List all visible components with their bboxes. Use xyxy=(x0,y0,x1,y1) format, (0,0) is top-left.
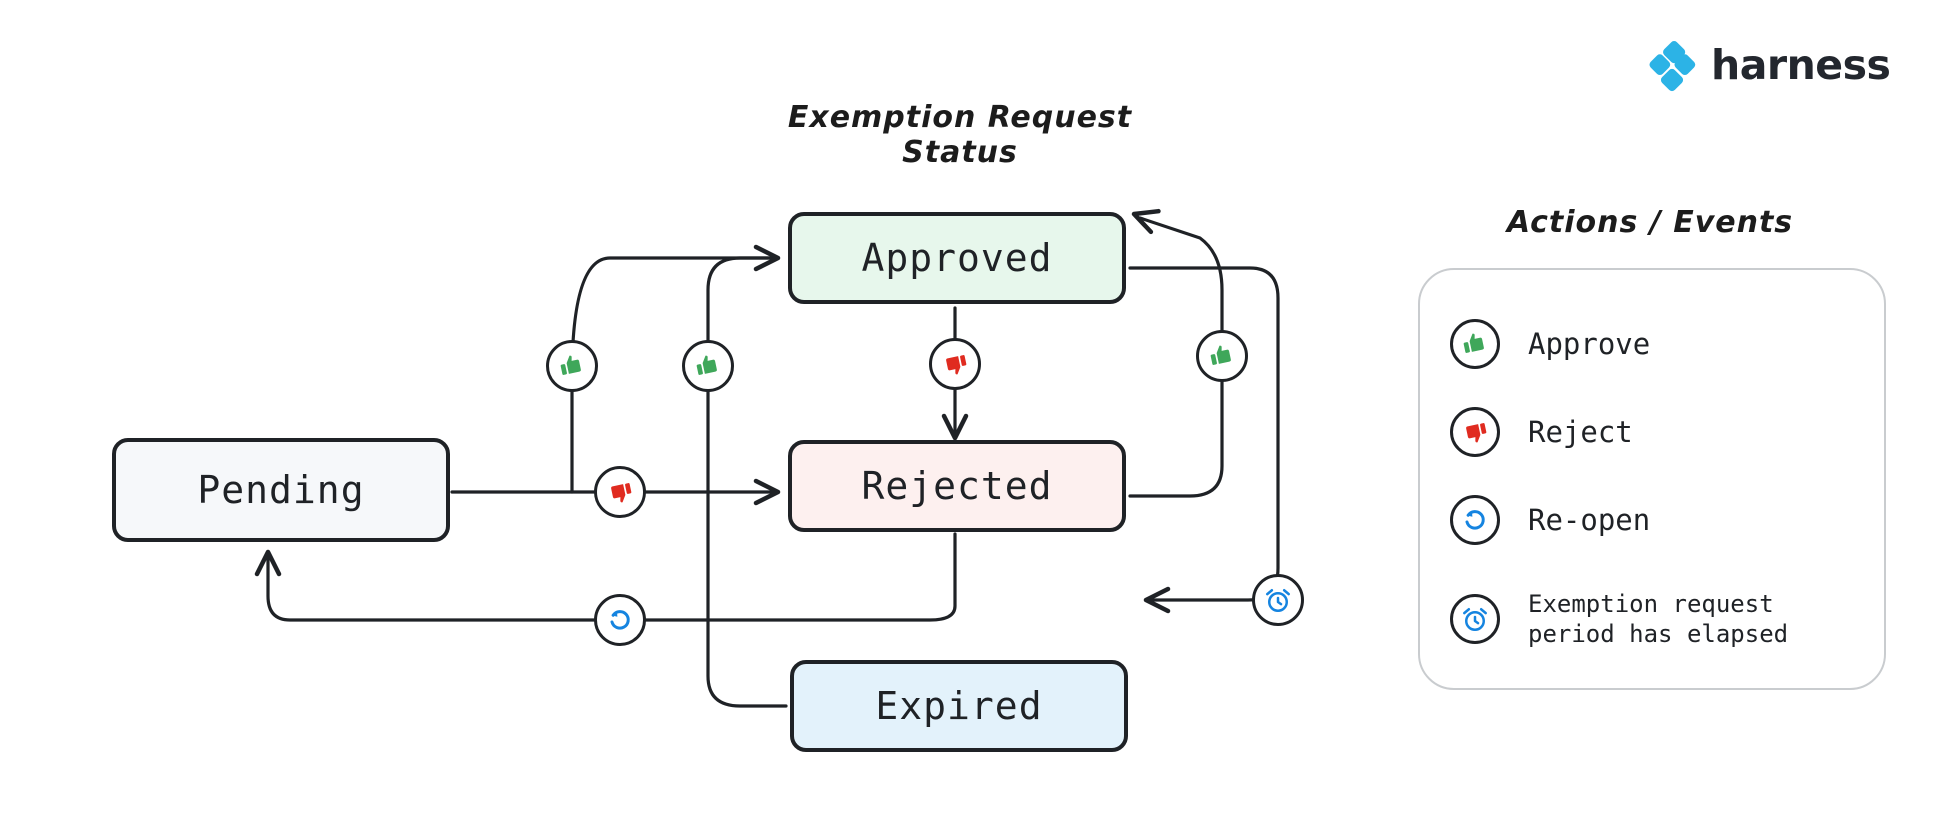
legend-item-reopen: Re-open xyxy=(1450,476,1880,564)
page-title: Exemption Request Status xyxy=(787,100,1133,170)
reopen-icon xyxy=(1450,495,1500,545)
edge-badge-pending-to-approved[interactable] xyxy=(546,340,598,392)
legend-label-reopen: Re-open xyxy=(1528,502,1651,537)
thumbs-up-icon xyxy=(694,352,722,380)
thumbs-down-icon xyxy=(606,478,634,506)
alarm-clock-icon xyxy=(1450,594,1500,644)
edge-badge-rejected-to-pending[interactable] xyxy=(594,594,646,646)
legend-item-approve: Approve xyxy=(1450,300,1880,388)
legend-title: Actions / Events xyxy=(1506,205,1794,240)
harness-wordmark: harness xyxy=(1711,41,1891,89)
legend-label-approve: Approve xyxy=(1528,326,1651,361)
harness-diamond-logo-icon xyxy=(1645,38,1699,92)
reopen-icon xyxy=(605,605,635,635)
harness-logo: harness xyxy=(1645,38,1891,92)
thumbs-down-icon xyxy=(1450,407,1500,457)
edge-badge-pending-to-rejected[interactable] xyxy=(594,466,646,518)
thumbs-up-icon xyxy=(1208,342,1236,370)
state-node-rejected[interactable]: Rejected xyxy=(788,440,1126,532)
edge-badge-approved-to-rejected[interactable] xyxy=(929,338,981,390)
state-node-approved[interactable]: Approved xyxy=(788,212,1126,304)
edge-badge-rejected-to-approved[interactable] xyxy=(1196,330,1248,382)
alarm-clock-icon xyxy=(1263,585,1293,615)
legend-list: Approve Reject Re-open xyxy=(1450,300,1880,674)
legend-item-reject: Reject xyxy=(1450,388,1880,476)
thumbs-up-icon xyxy=(1450,319,1500,369)
state-node-pending[interactable]: Pending xyxy=(112,438,450,542)
thumbs-up-icon xyxy=(558,352,586,380)
legend-item-elapsed: Exemption request period has elapsed xyxy=(1450,564,1880,674)
thumbs-down-icon xyxy=(941,350,969,378)
legend-label-reject: Reject xyxy=(1528,414,1633,449)
edge-badge-expired-to-approved[interactable] xyxy=(682,340,734,392)
state-node-expired[interactable]: Expired xyxy=(790,660,1128,752)
legend-label-elapsed: Exemption request period has elapsed xyxy=(1528,590,1789,648)
edge-badge-approved-to-expired[interactable] xyxy=(1252,574,1304,626)
